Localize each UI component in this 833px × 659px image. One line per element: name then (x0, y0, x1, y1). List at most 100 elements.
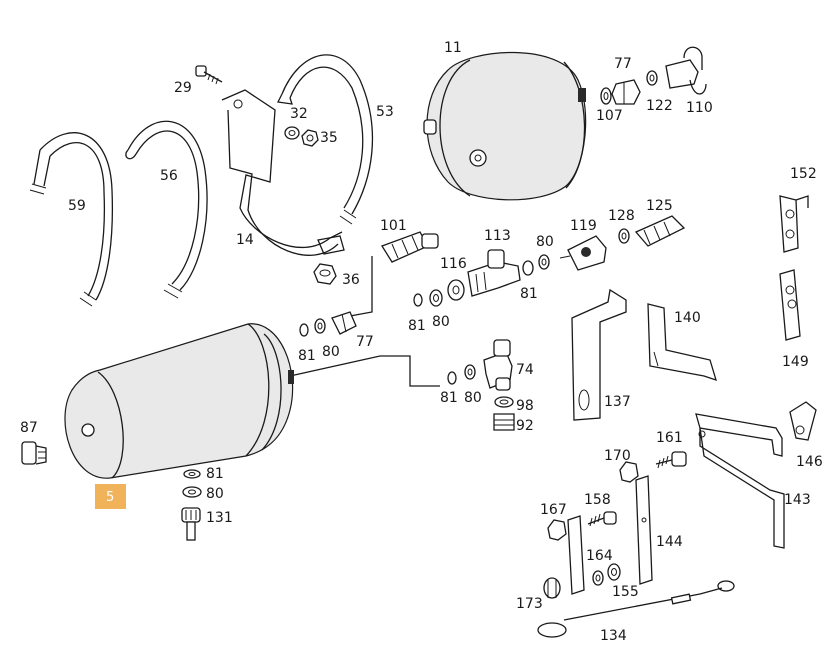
label-113[interactable]: 113 (484, 228, 511, 244)
label-149[interactable]: 149 (782, 354, 809, 370)
washer-80-row (522, 254, 550, 276)
label-110[interactable]: 110 (686, 100, 713, 116)
bracket-146 (789, 401, 817, 441)
label-11[interactable]: 11 (444, 40, 462, 56)
label-80-a[interactable]: 80 (536, 234, 554, 250)
nut-170 (619, 461, 639, 483)
label-144[interactable]: 144 (656, 534, 683, 550)
label-81-e[interactable]: 81 (206, 466, 224, 482)
label-137[interactable]: 137 (604, 394, 631, 410)
label-35[interactable]: 35 (320, 130, 338, 146)
tee-113 (467, 249, 521, 297)
washers-81-80-lower (447, 364, 476, 385)
label-59[interactable]: 59 (68, 198, 86, 214)
label-77-lower[interactable]: 77 (356, 334, 374, 350)
plug-92 (493, 413, 515, 431)
washer-81-b (413, 293, 423, 307)
label-128[interactable]: 128 (608, 208, 635, 224)
label-143[interactable]: 143 (784, 492, 811, 508)
bracket-149 (779, 269, 801, 341)
bolt-158 (587, 511, 617, 527)
washer-81-bottom (183, 469, 201, 479)
washer-107 (600, 87, 612, 105)
highlight-box-5 (95, 484, 126, 509)
washer-164 (592, 570, 604, 586)
label-87[interactable]: 87 (20, 420, 38, 436)
label-125[interactable]: 125 (646, 198, 673, 214)
fitting-101 (381, 231, 439, 263)
tank-11 (423, 51, 587, 201)
washer-122 (646, 70, 658, 86)
label-81-b[interactable]: 81 (408, 318, 426, 334)
label-173[interactable]: 173 (516, 596, 543, 612)
washer-98 (494, 396, 514, 408)
drain-valve-131 (181, 507, 201, 541)
tee-74 (483, 339, 513, 391)
fitting-125 (634, 215, 686, 247)
label-167[interactable]: 167 (540, 502, 567, 518)
nut-36 (313, 263, 337, 285)
valve-110 (665, 46, 707, 95)
label-164[interactable]: 164 (586, 548, 613, 564)
bracket-137 (571, 288, 627, 421)
nut-167 (547, 519, 567, 541)
label-140[interactable]: 140 (674, 310, 701, 326)
switch-119 (559, 235, 607, 271)
bracket-143 (695, 413, 785, 549)
fitting-116 (447, 279, 465, 301)
label-77-top[interactable]: 77 (614, 56, 632, 72)
label-80-d[interactable]: 80 (464, 390, 482, 406)
cable-134 (537, 580, 735, 638)
label-80-c[interactable]: 80 (322, 344, 340, 360)
nut-155 (607, 563, 621, 581)
label-161[interactable]: 161 (656, 430, 683, 446)
label-119[interactable]: 119 (570, 218, 597, 234)
label-158[interactable]: 158 (584, 492, 611, 508)
label-81-d[interactable]: 81 (440, 390, 458, 406)
washer-128 (618, 228, 630, 244)
bracket-152 (779, 195, 809, 253)
label-80-b[interactable]: 80 (432, 314, 450, 330)
label-81-a[interactable]: 81 (520, 286, 538, 302)
strap-56 (125, 120, 208, 299)
label-80-e[interactable]: 80 (206, 486, 224, 502)
label-122[interactable]: 122 (646, 98, 673, 114)
label-14[interactable]: 14 (236, 232, 254, 248)
bracket-14 (221, 89, 345, 256)
fitting-77-top (611, 79, 641, 105)
washer-116-a (429, 289, 443, 307)
strap-59 (29, 132, 113, 307)
label-107[interactable]: 107 (596, 108, 623, 124)
label-116[interactable]: 116 (440, 256, 467, 272)
label-53[interactable]: 53 (376, 104, 394, 120)
nut-173 (543, 577, 561, 599)
label-170[interactable]: 170 (604, 448, 631, 464)
label-81-c[interactable]: 81 (298, 348, 316, 364)
label-146[interactable]: 146 (796, 454, 823, 470)
label-98[interactable]: 98 (516, 398, 534, 414)
label-92[interactable]: 92 (516, 418, 534, 434)
washers-81-80-upper (299, 318, 326, 337)
label-134[interactable]: 134 (600, 628, 627, 644)
label-29[interactable]: 29 (174, 80, 192, 96)
label-155[interactable]: 155 (612, 584, 639, 600)
strip-large (567, 515, 585, 595)
fitting-77-lower (331, 311, 357, 335)
label-56[interactable]: 56 (160, 168, 178, 184)
bolt-29 (195, 65, 223, 85)
nut-35 (301, 129, 319, 147)
pipe-line-lower (289, 355, 440, 387)
strap-53 (277, 54, 374, 225)
label-101[interactable]: 101 (380, 218, 407, 234)
label-5[interactable]: 5 (106, 490, 114, 505)
label-74[interactable]: 74 (516, 362, 534, 378)
bracket-140 (647, 303, 717, 382)
label-36[interactable]: 36 (342, 272, 360, 288)
label-131[interactable]: 131 (206, 510, 233, 526)
tank-5 (64, 323, 294, 479)
bolt-161 (655, 451, 687, 469)
pipe-line-upper (349, 256, 373, 317)
label-152[interactable]: 152 (790, 166, 817, 182)
label-32[interactable]: 32 (290, 106, 308, 122)
